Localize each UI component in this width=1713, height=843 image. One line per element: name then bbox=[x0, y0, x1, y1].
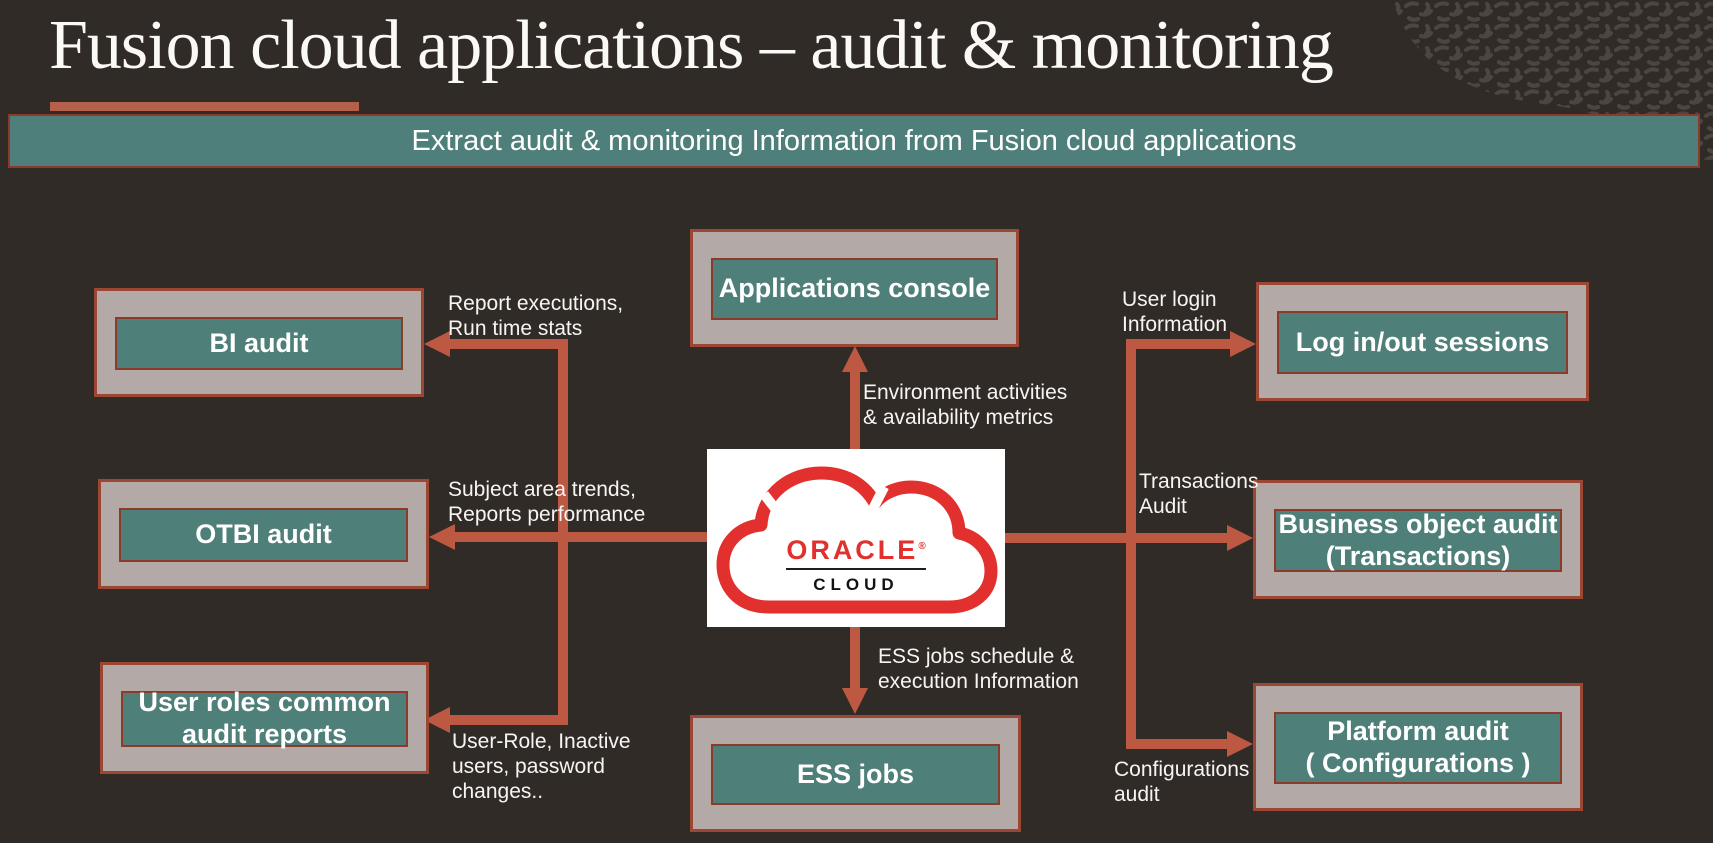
edge-label-transactions: Transactions Audit bbox=[1139, 470, 1259, 518]
arrowhead-platform-audit bbox=[1227, 731, 1253, 757]
connector-otbi-main bbox=[455, 532, 707, 542]
ess-jobs-label: ESS jobs bbox=[711, 744, 1000, 805]
connector-left-vertical bbox=[558, 339, 568, 725]
edge-label-environment: Environment activities & availability me… bbox=[863, 381, 1068, 429]
arrowhead-otbi bbox=[429, 524, 455, 550]
connector-bi-audit bbox=[450, 339, 568, 349]
applications-console-box: Applications console bbox=[690, 229, 1019, 347]
oracle-cloud-node: ORACLE® CLOUD bbox=[707, 449, 1005, 627]
oracle-wordmark: ORACLE® bbox=[786, 535, 926, 565]
connector-user-roles bbox=[450, 715, 568, 725]
connector-ess-jobs bbox=[850, 627, 860, 689]
subtitle-banner: Extract audit & monitoring Information f… bbox=[8, 114, 1700, 168]
arrowhead-bi-audit bbox=[424, 331, 450, 357]
platform-audit-box: Platform audit ( Configurations ) bbox=[1253, 683, 1583, 811]
registered-mark: ® bbox=[918, 541, 926, 552]
login-sessions-box: Log in/out sessions bbox=[1256, 282, 1589, 401]
arrowhead-applications-console bbox=[842, 346, 868, 372]
arrowhead-business-object bbox=[1227, 525, 1253, 551]
edge-label-report-executions: Report executions, Run time stats bbox=[448, 292, 624, 340]
edge-label-subject-area: Subject area trends, Reports performance bbox=[448, 478, 646, 526]
arrowhead-ess-jobs bbox=[842, 688, 868, 714]
otbi-audit-box: OTBI audit bbox=[98, 479, 429, 589]
business-object-audit-label: Business object audit (Transactions) bbox=[1274, 509, 1562, 572]
edge-label-user-role: User-Role, Inactive users, password chan… bbox=[452, 730, 631, 803]
user-roles-label: User roles common audit reports bbox=[121, 687, 408, 749]
applications-console-label: Applications console bbox=[711, 258, 998, 320]
arrowhead-login-sessions bbox=[1230, 331, 1256, 357]
oracle-divider-line bbox=[786, 568, 926, 570]
connector-applications-console bbox=[850, 368, 860, 449]
connector-business-main bbox=[1005, 533, 1227, 543]
platform-audit-label: Platform audit ( Configurations ) bbox=[1274, 712, 1562, 784]
ess-jobs-box: ESS jobs bbox=[690, 715, 1021, 832]
title-underline bbox=[50, 102, 359, 111]
edge-label-user-login: User login Information bbox=[1122, 288, 1228, 336]
connector-platform-audit bbox=[1126, 739, 1227, 749]
edge-label-configurations: Configurations audit bbox=[1114, 758, 1250, 806]
bi-audit-label: BI audit bbox=[115, 317, 403, 370]
otbi-audit-label: OTBI audit bbox=[119, 508, 408, 562]
login-sessions-label: Log in/out sessions bbox=[1277, 311, 1568, 374]
edge-label-ess-schedule: ESS jobs schedule & execution Informatio… bbox=[878, 645, 1079, 693]
page-title: Fusion cloud applications – audit & moni… bbox=[49, 7, 1334, 84]
connector-login-sessions bbox=[1126, 339, 1230, 349]
connector-right-vertical bbox=[1126, 339, 1136, 749]
user-roles-box: User roles common audit reports bbox=[100, 662, 429, 774]
cloud-wordmark: CLOUD bbox=[813, 575, 899, 594]
business-object-audit-box: Business object audit (Transactions) bbox=[1253, 480, 1583, 599]
bi-audit-box: BI audit bbox=[94, 288, 424, 397]
oracle-cloud-logo-icon bbox=[716, 466, 998, 614]
